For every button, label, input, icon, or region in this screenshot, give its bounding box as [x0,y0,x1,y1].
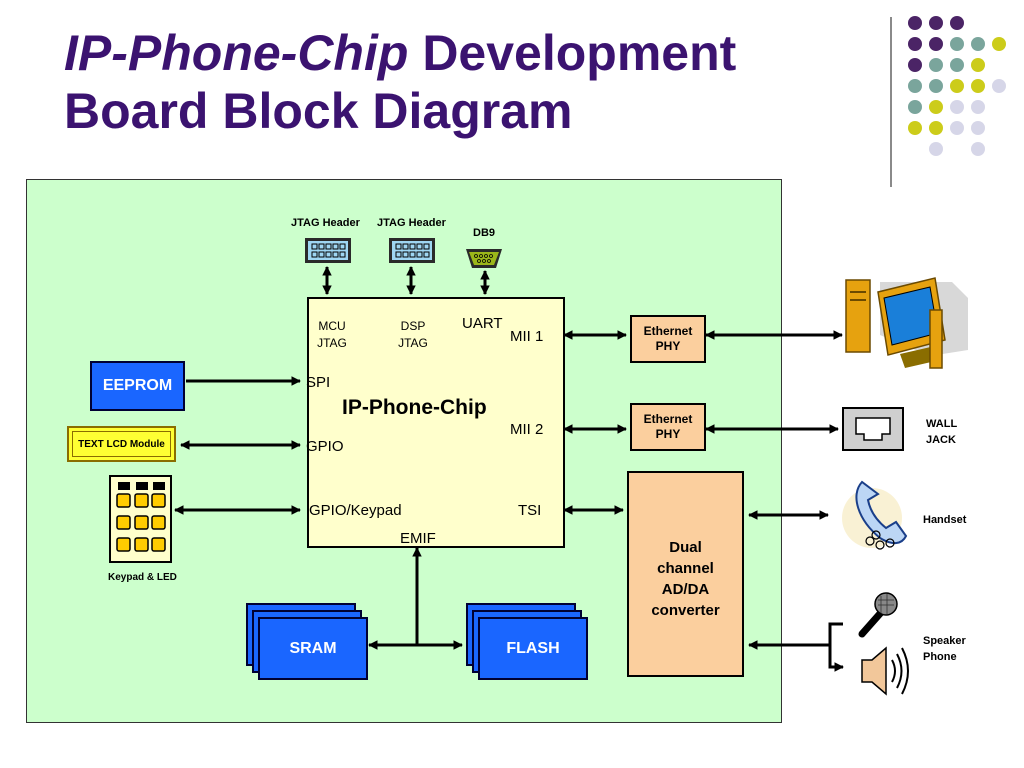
chip-name-label: IP-Phone-Chip [342,396,487,419]
eeprom-label: EEPROM [102,377,173,394]
sram-block: SRAM [258,617,368,680]
gpio-port: GPIO [306,438,344,455]
mii1-port: MII 1 [510,328,544,345]
uart-port: UART [462,315,503,332]
mcu-jtag-label: JTAG [317,336,347,350]
jtag-connector-icon [389,238,435,263]
phy1-line1: Ethernet [643,324,693,338]
dsp-label: DSP [400,319,426,333]
keypad-icon [109,475,172,563]
speaker-line1: Speaker [923,635,966,647]
computer-icon [845,277,968,369]
speaker-split-lines [828,622,843,667]
db9-connector-icon [466,249,502,268]
jtag-header-2-label: JTAG Header [377,217,446,229]
speaker-line2: Phone [923,651,957,663]
db9-label: DB9 [473,227,496,239]
title-divider [890,17,892,187]
speaker-icon [861,646,909,696]
emif-port: EMIF [400,530,436,547]
phy2-line2: PHY [655,427,681,441]
jtag-connector-icon [305,238,351,263]
handset-icon [842,480,908,550]
title-chip-name: IP-Phone-Chip [64,25,409,81]
flash-label: FLASH [506,639,560,657]
wall-jack-label: WALL JACK [926,416,957,448]
mcu-label: MCU [318,319,346,333]
spi-port: SPI [306,374,331,391]
decorative-dot-grid [908,16,1006,156]
phy2-line1: Ethernet [643,412,693,426]
mii2-port: MII 2 [510,421,544,438]
handset-label: Handset [923,514,967,526]
title-line2: Board Block Diagram [64,83,573,139]
mcu-jtag-port: MCU JTAG [317,318,347,352]
keypad-caption: Keypad & LED [108,572,177,583]
wall-line2: JACK [926,434,956,446]
ad-da-converter-block: Dual channel AD/DA converter [627,471,744,677]
jtag-header-1-label: JTAG Header [291,217,360,229]
title-line1-rest: Development [408,25,737,81]
sram-label: SRAM [289,639,337,657]
tsi-port: TSI [518,502,542,519]
page-title: IP-Phone-Chip Development Board Block Di… [64,24,824,140]
flash-block: FLASH [478,617,588,680]
wall-line1: WALL [926,418,958,430]
converter-line1: Dual [669,539,702,556]
converter-line3: AD/DA [661,581,710,598]
eeprom-block: EEPROM [90,361,185,411]
lcd-module-label: TEXT LCD Module [72,431,171,457]
phy1-line2: PHY [655,339,681,353]
converter-line4: converter [651,602,720,619]
dsp-jtag-port: DSP JTAG [398,318,428,352]
microphone-icon [858,592,898,638]
converter-line2: channel [657,560,714,577]
gpio-keypad-port: GPIO/Keypad [309,502,402,519]
speaker-phone-label: Speaker Phone [923,633,966,665]
dsp-jtag-label: JTAG [398,336,428,350]
wall-jack-icon [842,407,904,451]
ip-phone-chip-block [307,297,565,548]
lcd-module-block: TEXT LCD Module [67,426,176,462]
